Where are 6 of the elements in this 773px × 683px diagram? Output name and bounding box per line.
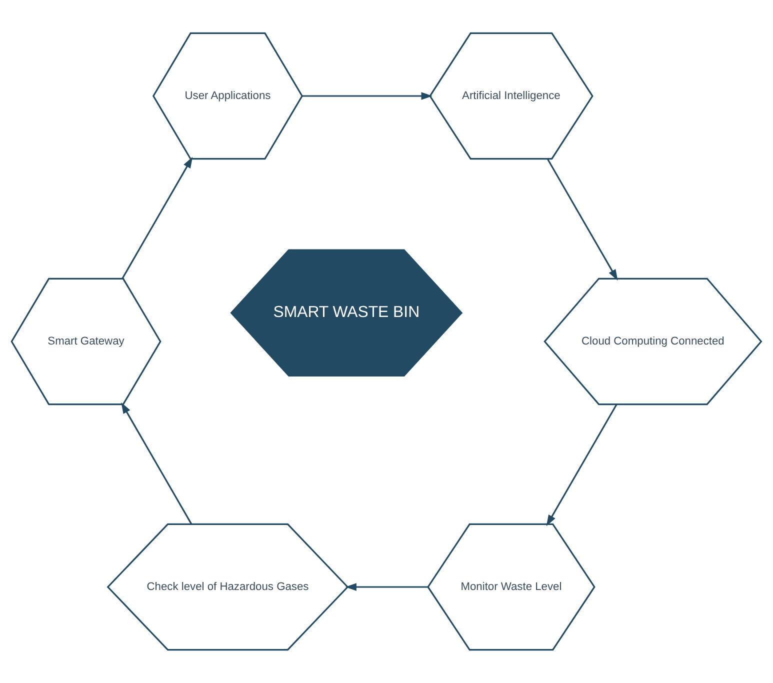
arrow: [546, 158, 618, 281]
arrow: [345, 583, 428, 591]
arrow: [122, 156, 193, 279]
arrow: [546, 404, 618, 526]
arrow: [302, 92, 432, 100]
arrow: [121, 402, 192, 524]
